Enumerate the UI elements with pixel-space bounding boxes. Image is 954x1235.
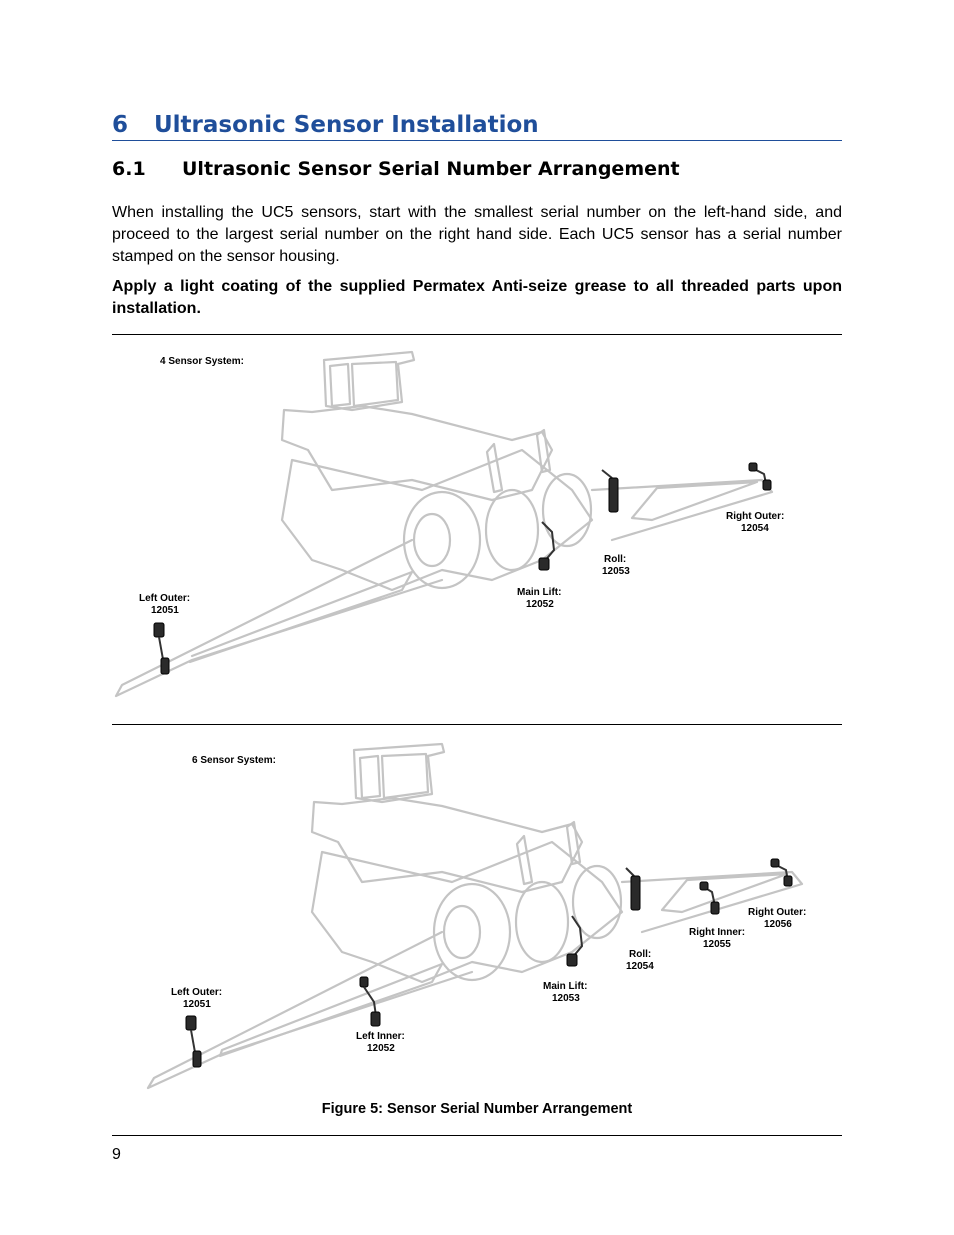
footer-rule: [112, 1135, 842, 1136]
figure-6-sensor-system: 6 Sensor System: Left Outer: 12051 Left …: [112, 736, 842, 1098]
label-right-inner-name: Right Inner:: [689, 927, 745, 938]
figure-caption: Figure 5: Sensor Serial Number Arrangeme…: [321, 1101, 633, 1117]
label-left-outer-serial: 12051: [183, 999, 211, 1010]
grease-instruction: Apply a light coating of the supplied Pe…: [112, 278, 842, 317]
label-main-lift-serial: 12052: [526, 599, 554, 610]
sensor-left-outer: [185, 1015, 202, 1068]
label-main-lift-serial: 12053: [552, 993, 580, 1004]
sensor-right-outer: [770, 858, 793, 887]
sensor-main-lift: [566, 915, 584, 967]
sprayer-outline: [146, 742, 804, 1090]
sprayer-diagram-4: 4 Sensor System: Left Outer: 12051 Main …: [114, 350, 784, 698]
label-main-lift-name: Main Lift:: [517, 587, 561, 598]
intro-paragraph: When installing the UC5 sensors, start w…: [112, 204, 842, 265]
sprayer-diagram-6: 6 Sensor System: Left Outer: 12051 Left …: [146, 742, 806, 1090]
section-number: 6: [112, 112, 129, 138]
label-right-outer-name: Right Outer:: [748, 907, 806, 918]
sprayer-outline: [114, 350, 774, 698]
section-title: Ultrasonic Sensor Installation: [154, 112, 539, 138]
sensor-left-outer: [153, 622, 170, 675]
label-main-lift-name: Main Lift:: [543, 981, 587, 992]
figure-top-rule: [112, 334, 842, 335]
label-left-outer-name: Left Outer:: [139, 593, 190, 604]
sensor-right-inner: [699, 881, 720, 915]
page-number: 9: [112, 1146, 121, 1163]
label-roll-serial: 12054: [626, 961, 654, 972]
subsection-number: 6.1: [112, 158, 146, 180]
label-right-outer-name: Right Outer:: [726, 511, 784, 522]
sensor-roll: [625, 867, 641, 911]
label-left-outer-serial: 12051: [151, 605, 179, 616]
sensor-main-lift: [538, 521, 556, 571]
sensor-right-outer: [748, 462, 772, 491]
label-right-outer-serial: 12056: [764, 919, 792, 930]
label-left-inner-serial: 12052: [367, 1043, 395, 1054]
label-roll-name: Roll:: [629, 949, 651, 960]
section-heading: 6 Ultrasonic Sensor Installation: [112, 112, 842, 141]
label-right-inner-serial: 12055: [703, 939, 731, 950]
label-right-outer-serial: 12054: [741, 523, 769, 534]
system-title: 4 Sensor System:: [160, 356, 244, 367]
figure-4-sensor-system: 4 Sensor System: Left Outer: 12051 Main …: [112, 340, 842, 720]
system-title: 6 Sensor System:: [192, 755, 276, 766]
sensor-left-inner: [359, 976, 381, 1027]
label-roll-serial: 12053: [602, 566, 630, 577]
label-roll-name: Roll:: [604, 554, 626, 565]
label-left-outer-name: Left Outer:: [171, 987, 222, 998]
label-left-inner-name: Left Inner:: [356, 1031, 405, 1042]
subsection-heading: 6.1 Ultrasonic Sensor Serial Number Arran…: [112, 158, 680, 180]
sensor-roll: [601, 469, 619, 513]
subsection-title: Ultrasonic Sensor Serial Number Arrangem…: [182, 158, 680, 180]
figure-middle-rule: [112, 724, 842, 725]
